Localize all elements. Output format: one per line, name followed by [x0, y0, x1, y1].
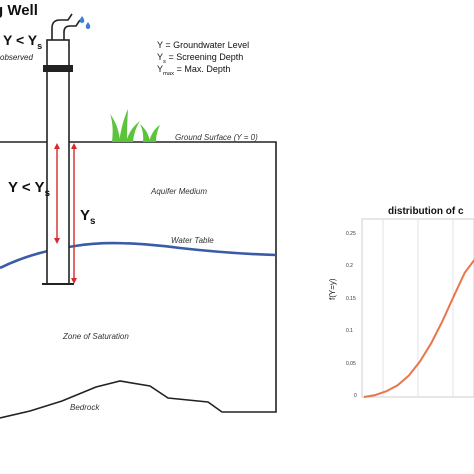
observed-label: observed — [0, 53, 33, 62]
legend-line-3: Ymax = Max. Depth — [157, 64, 231, 77]
aquifer-label: Aquifer Medium — [151, 187, 208, 196]
ground-surface-label: Ground Surface (Y = 0) — [175, 133, 258, 142]
water-table-line — [0, 241, 277, 270]
chart-y-tick-label: 0.25 — [346, 231, 356, 237]
zone-of-saturation-label: Zone of Saturation — [63, 332, 129, 341]
bedrock-label: Bedrock — [70, 403, 100, 412]
diagram-title: g Well — [0, 2, 38, 19]
chart-y-tick-label: 0.1 — [346, 328, 353, 335]
chart — [361, 218, 474, 398]
grass-icon — [110, 109, 160, 142]
water-drop-icon — [79, 16, 91, 29]
chart-y-tick-label: 0.05 — [346, 360, 356, 367]
y-less-than-ys-mid: Y < Ys — [8, 179, 50, 199]
legend-line-2: Ys = Screening Depth — [157, 52, 244, 65]
legend-line-1: Y = Groundwater Level — [157, 40, 250, 50]
ground-block-outline — [0, 141, 277, 419]
chart-title: distribution of c — [388, 206, 464, 217]
chart-y-tick-label: 0.15 — [346, 295, 356, 302]
chart-y-axis-label: f(Y=y) — [328, 278, 337, 300]
ys-label: Ys — [80, 207, 96, 227]
chart-y-tick-label: 0 — [354, 393, 357, 399]
chart-gridlines — [382, 219, 454, 397]
y-less-than-ys-top: Y < Ys — [3, 32, 43, 51]
series-line — [363, 258, 474, 398]
chart-y-tick-label: 0.2 — [346, 263, 353, 270]
water-table-label: Water Table — [171, 236, 214, 245]
